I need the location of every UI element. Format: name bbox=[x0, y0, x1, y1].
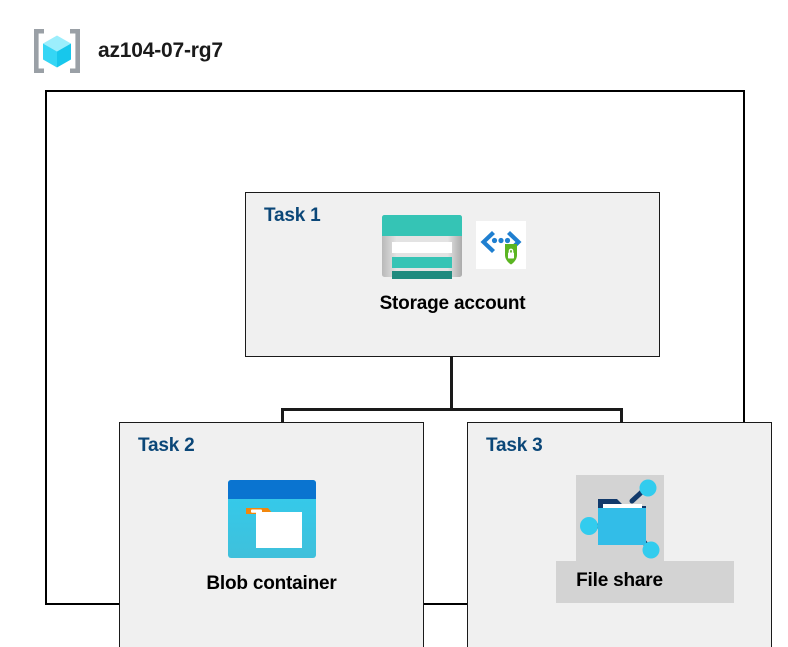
storage-account-caption: Storage account bbox=[379, 293, 526, 314]
task-3-label: Task 3 bbox=[486, 435, 543, 456]
resource-group-header: az104-07-rg7 bbox=[30, 26, 223, 76]
connector-bus-horizontal bbox=[281, 408, 623, 411]
blob-container-icon bbox=[226, 478, 318, 565]
storage-account-icon bbox=[380, 211, 464, 284]
resource-group-icon bbox=[30, 26, 84, 76]
task-box-1: Task 1 bbox=[245, 192, 660, 357]
resource-group-title: az104-07-rg7 bbox=[98, 39, 223, 62]
task-1-icon-row bbox=[246, 211, 659, 284]
task-1-label: Task 1 bbox=[264, 205, 321, 226]
task-2-label: Task 2 bbox=[138, 435, 195, 456]
task-box-2: Task 2 bbox=[119, 422, 424, 647]
file-share-caption: File share bbox=[576, 570, 663, 591]
task-3-icon-row bbox=[468, 471, 771, 572]
task-box-3: Task 3 bbox=[467, 422, 772, 647]
storage-security-icon bbox=[475, 221, 526, 274]
task-2-icon-row bbox=[120, 478, 423, 565]
resource-group-container: Task 1 bbox=[45, 90, 772, 647]
file-share-caption-plate bbox=[556, 561, 734, 603]
file-share-icon bbox=[572, 471, 668, 572]
blob-container-caption: Blob container bbox=[206, 573, 337, 594]
connector-storage-to-bus bbox=[450, 357, 453, 410]
